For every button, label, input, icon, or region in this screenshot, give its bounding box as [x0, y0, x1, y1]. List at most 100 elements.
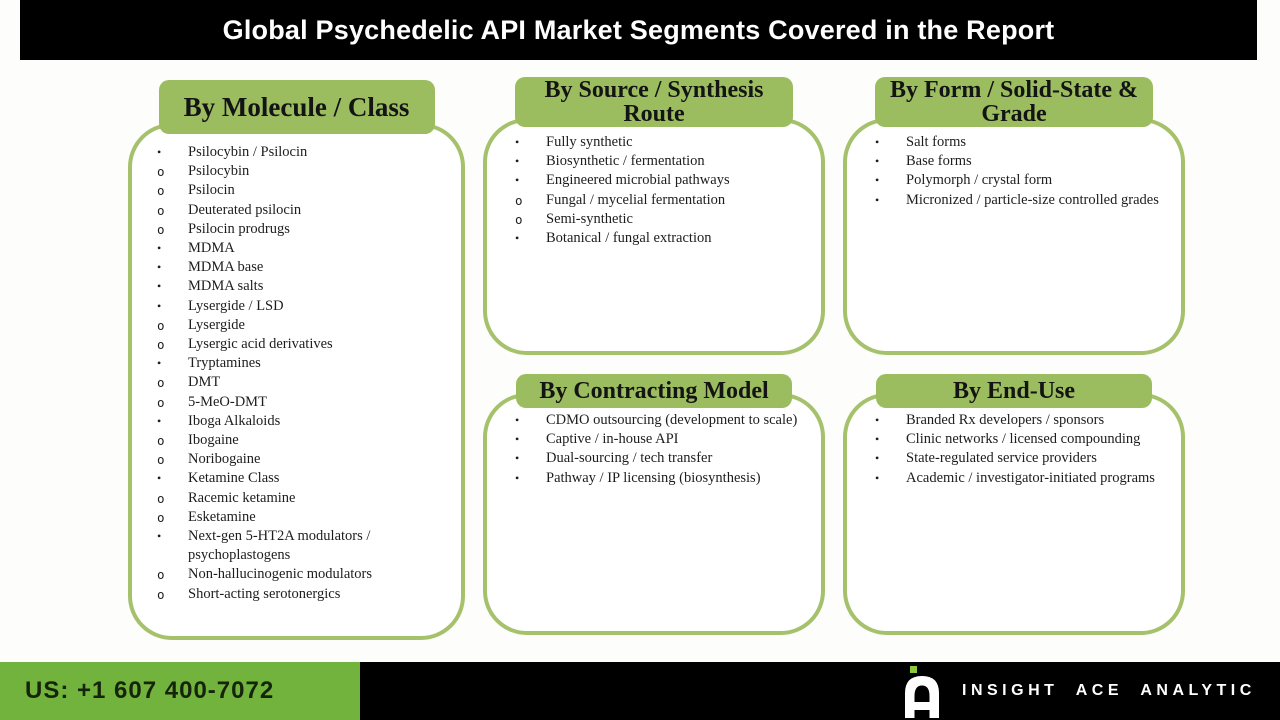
list-item-text: Esketamine	[188, 508, 256, 525]
insight-ace-logo-icon	[905, 666, 939, 718]
list-item: •Lysergide / LSD	[154, 297, 447, 316]
list-item-text: DMT	[188, 374, 221, 391]
list-item: • Next-gen 5-HT2A modulators / psychoplas…	[154, 527, 447, 565]
panel-end-use: By End-Use •Branded Rx developers / spon…	[843, 374, 1185, 635]
circle-bullet-icon: o	[157, 509, 165, 525]
panel-form-solid-state-grade: By Form / Solid-State & Grade •Salt form…	[843, 77, 1185, 355]
footer-brand-bar: INSIGHT ACE ANALYTIC	[360, 662, 1280, 720]
list-item: •Fully synthetic	[512, 133, 807, 152]
panel-header-end-use: By End-Use	[876, 374, 1152, 408]
bullet-icon: •	[157, 356, 162, 371]
list-item: •Academic / investigator-initiated progr…	[872, 469, 1167, 488]
list-item-text: Ibogaine	[188, 432, 239, 449]
list-item-text: Fungal / mycelial fermentation	[546, 191, 726, 208]
bullet-icon: •	[157, 279, 162, 294]
panel-title: By Form / Solid-State & Grade	[890, 77, 1138, 127]
list-item: o Esketamine	[154, 508, 447, 527]
list-item-text: Next-gen 5-HT2A modulators / psychoplast…	[188, 528, 371, 564]
list-item-text: Non-hallucinogenic modulators	[188, 566, 373, 583]
list-item-text: State-regulated service providers	[906, 450, 1097, 467]
bullet-icon: •	[875, 413, 880, 427]
bullet-icon: •	[875, 135, 880, 149]
list-item-text: Engineered microbial pathways	[546, 172, 730, 189]
bullet-icon: •	[875, 154, 880, 169]
list-item-text: Noribogaine	[188, 451, 261, 468]
list-item-text: Psilocin prodrugs	[188, 220, 290, 237]
list-item-text: Deuterated psilocin	[188, 201, 302, 218]
panel-molecule-class: By Molecule / Class •Psilocybin / Psiloc…	[128, 80, 465, 640]
list-item-text: Tryptamines	[188, 355, 261, 372]
panel-title: By End-Use	[952, 378, 1076, 404]
panel-header-molecule-class: By Molecule / Class	[158, 80, 435, 134]
bullet-icon: •	[515, 451, 520, 466]
list-item-text: Psilocin	[188, 182, 235, 199]
bullet-icon: •	[515, 154, 520, 169]
list-item-text: Lysergide	[188, 316, 245, 333]
list-item-text: Micronized / particle-size controlled gr…	[906, 191, 1159, 208]
panel-header-form-solid-state-grade: By Form / Solid-State & Grade	[875, 77, 1153, 127]
list-item: •MDMA base	[154, 258, 447, 277]
panel-title: By Source / Synthesis Route	[544, 77, 764, 127]
list-item: • Tryptamines	[154, 354, 447, 373]
list-item-text: Pathway / IP licensing (biosynthesis)	[546, 469, 761, 486]
list-item-text: Lysergic acid derivatives	[188, 336, 333, 353]
list-item: o Ibogaine	[154, 431, 447, 450]
list-item-text: CDMO outsourcing (development to scale)	[546, 412, 798, 428]
circle-bullet-icon: o	[515, 192, 523, 208]
list-item-text: 5-MeO-DMT	[188, 393, 267, 410]
bullet-icon: •	[875, 192, 880, 207]
circle-bullet-icon: o	[157, 490, 165, 506]
circle-bullet-icon: o	[157, 164, 165, 180]
bullet-icon: •	[157, 413, 162, 428]
bullet-icon: •	[157, 529, 162, 544]
panel-contracting-model: By Contracting Model •CDMO outsourcing (…	[483, 374, 825, 635]
list-item: •MDMA salts	[154, 277, 447, 296]
list-item: •Iboga Alkaloids	[154, 412, 447, 431]
list-item-text: Dual-sourcing / tech transfer	[546, 450, 713, 467]
bullet-icon: •	[157, 471, 162, 486]
list-item: o Lysergide	[154, 316, 447, 335]
list-item: • Dual-sourcing / tech transfer	[512, 449, 807, 468]
list-item: •Ketamine Class	[154, 469, 447, 488]
list-item: o Non-hallucinogenic modulators	[154, 565, 447, 584]
list-item: o Psilocybin	[154, 162, 447, 181]
list-item: o Fungal / mycelial fermentation	[512, 191, 807, 210]
list-item: o 5-MeO-DMT	[154, 393, 447, 412]
circle-bullet-icon: o	[157, 317, 165, 333]
brand-name: INSIGHT ACE ANALYTIC	[962, 682, 1256, 699]
list-item: •Engineered microbial pathways	[512, 171, 807, 190]
list-item-text: Psilocybin	[188, 163, 250, 180]
circle-bullet-icon: o	[157, 567, 165, 583]
list-item-text: Semi-synthetic	[546, 210, 633, 227]
phone-number: US: +1 607 400-7072	[25, 677, 275, 704]
list-item: •Base forms	[872, 152, 1167, 171]
list-item-text: Fully synthetic	[546, 134, 633, 150]
list-item-text: MDMA base	[188, 259, 264, 276]
title-bar: Global Psychedelic API Market Segments C…	[20, 0, 1257, 60]
list-item-text: Clinic networks / licensed compounding	[906, 431, 1141, 448]
circle-bullet-icon: o	[157, 337, 165, 353]
panel-header-source-synthesis-route: By Source / Synthesis Route	[515, 77, 793, 127]
list-item: •CDMO outsourcing (development to scale)	[512, 411, 807, 430]
panel-title: By Molecule / Class	[183, 91, 410, 122]
list-item: • Biosynthetic / fermentation	[512, 152, 807, 171]
list-item: o Lysergic acid derivatives	[154, 335, 447, 354]
list-item: •Pathway / IP licensing (biosynthesis)	[512, 469, 807, 488]
list-item-text: Biosynthetic / fermentation	[546, 153, 705, 170]
panel-source-synthesis-route: By Source / Synthesis Route •Fully synth…	[483, 77, 825, 355]
bullet-icon: •	[875, 451, 880, 466]
circle-bullet-icon: o	[157, 394, 165, 410]
list-item-text: Polymorph / crystal form	[906, 172, 1053, 189]
list-item-text: Lysergide / LSD	[188, 297, 284, 314]
circle-bullet-icon: o	[157, 433, 165, 449]
list-item: • Micronized / particle-size controlled g…	[872, 191, 1167, 210]
bullet-icon: •	[515, 432, 520, 447]
